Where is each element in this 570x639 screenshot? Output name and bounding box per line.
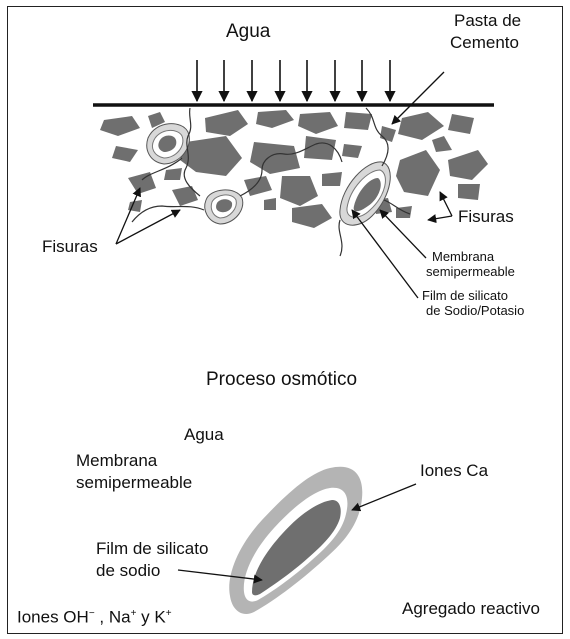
water-arrows: [197, 60, 390, 101]
film-label-top-line2: de Sodio/Potasio: [426, 304, 524, 318]
cement-paste-label-line1: Pasta de: [454, 12, 521, 31]
reactive-aggregate-bottom: [229, 467, 362, 614]
ions-na-text: , Na: [95, 608, 131, 627]
reactive-aggregate-label: Agregado reactivo: [402, 600, 540, 619]
ions-k-sup: +: [166, 608, 172, 619]
osmotic-process-title: Proceso osmótico: [206, 370, 357, 391]
water-label-top: Agua: [226, 22, 270, 43]
ca-ions-label: Iones Ca: [420, 462, 488, 481]
film-label-top-line1: Film de silicato: [422, 289, 508, 303]
ions-label: Iones OH− , Na+ y K+: [17, 608, 172, 627]
membrane-label-top-line1: Membrana: [432, 250, 494, 264]
cracks-left-label: Fisuras: [42, 238, 98, 257]
membrane-label-bottom-line1: Membrana: [76, 452, 157, 471]
membrane-label-bottom-line2: semipermeable: [76, 474, 192, 493]
cement-paste-label-line2: Cemento: [450, 34, 519, 53]
cracks-right-label: Fisuras: [458, 208, 514, 227]
water-label-bottom: Agua: [184, 426, 224, 445]
ions-oh-text: Iones OH: [17, 608, 89, 627]
membrane-label-top-line2: semipermeable: [426, 265, 515, 279]
film-label-bottom-line2: de sodio: [96, 562, 160, 581]
ions-k-text: y K: [136, 608, 165, 627]
film-label-bottom-line1: Film de silicato: [96, 540, 208, 559]
